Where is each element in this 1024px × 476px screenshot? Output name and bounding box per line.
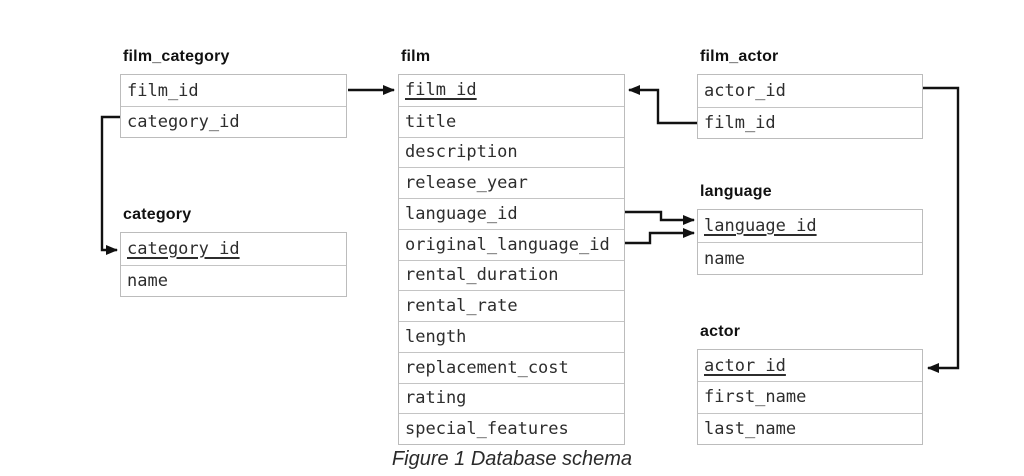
field-film-length: length	[399, 321, 624, 352]
field-film-rental_rate: rental_rate	[399, 290, 624, 321]
field-film-description: description	[399, 136, 624, 168]
field-film_category-category_id: category_id	[121, 106, 346, 137]
connector-film-language	[625, 210, 695, 225]
table-title-category: category	[123, 206, 192, 223]
field-actor-actor_id: actor_id	[704, 355, 786, 376]
field-film-replacement_cost: replacement_cost	[399, 351, 624, 383]
field-film_actor-film_id: film_id	[698, 106, 922, 139]
field-film-special_features: special_features	[399, 413, 624, 444]
field-category-name: name	[121, 264, 346, 297]
table-title-film_actor: film_actor	[700, 48, 779, 65]
table-film_actor: film_actor actor_id film_id	[697, 48, 923, 139]
table-title-language: language	[700, 183, 772, 200]
connector-film_actor-actor	[923, 86, 960, 373]
field-film-release_year: release_year	[399, 167, 624, 198]
table-title-actor: actor	[700, 323, 741, 340]
connector-film_category-category	[100, 115, 120, 255]
table-box-film_category: film_id category_id	[120, 74, 347, 138]
connector-film_actor-film	[628, 85, 697, 125]
figure-caption: Figure 1 Database schema	[391, 448, 633, 470]
field-film-title: title	[399, 105, 624, 137]
field-film_actor-actor_id: actor_id	[704, 80, 786, 101]
field-film-film_id: film_id	[405, 80, 477, 101]
table-title-film_category: film_category	[123, 48, 230, 65]
field-film-original_language_id: original_language_id	[399, 228, 624, 260]
table-film_category: film_category film_id category_id	[120, 48, 347, 138]
field-film-language_id: language_id	[399, 198, 624, 229]
table-title-film: film	[401, 48, 431, 65]
field-language-name: name	[698, 242, 922, 274]
field-film-rental_duration: rental_duration	[399, 259, 624, 291]
field-actor-first_name: first_name	[698, 381, 922, 412]
field-actor-last_name: last_name	[698, 412, 922, 444]
field-language-language_id: language_id	[704, 216, 817, 236]
field-category-category_id: category_id	[127, 238, 240, 259]
field-film-rating: rating	[399, 382, 624, 414]
table-box-film_actor: actor_id film_id	[697, 74, 923, 139]
field-film_category-film_id: film_id	[127, 80, 199, 101]
connector-film-original-language	[625, 228, 695, 245]
